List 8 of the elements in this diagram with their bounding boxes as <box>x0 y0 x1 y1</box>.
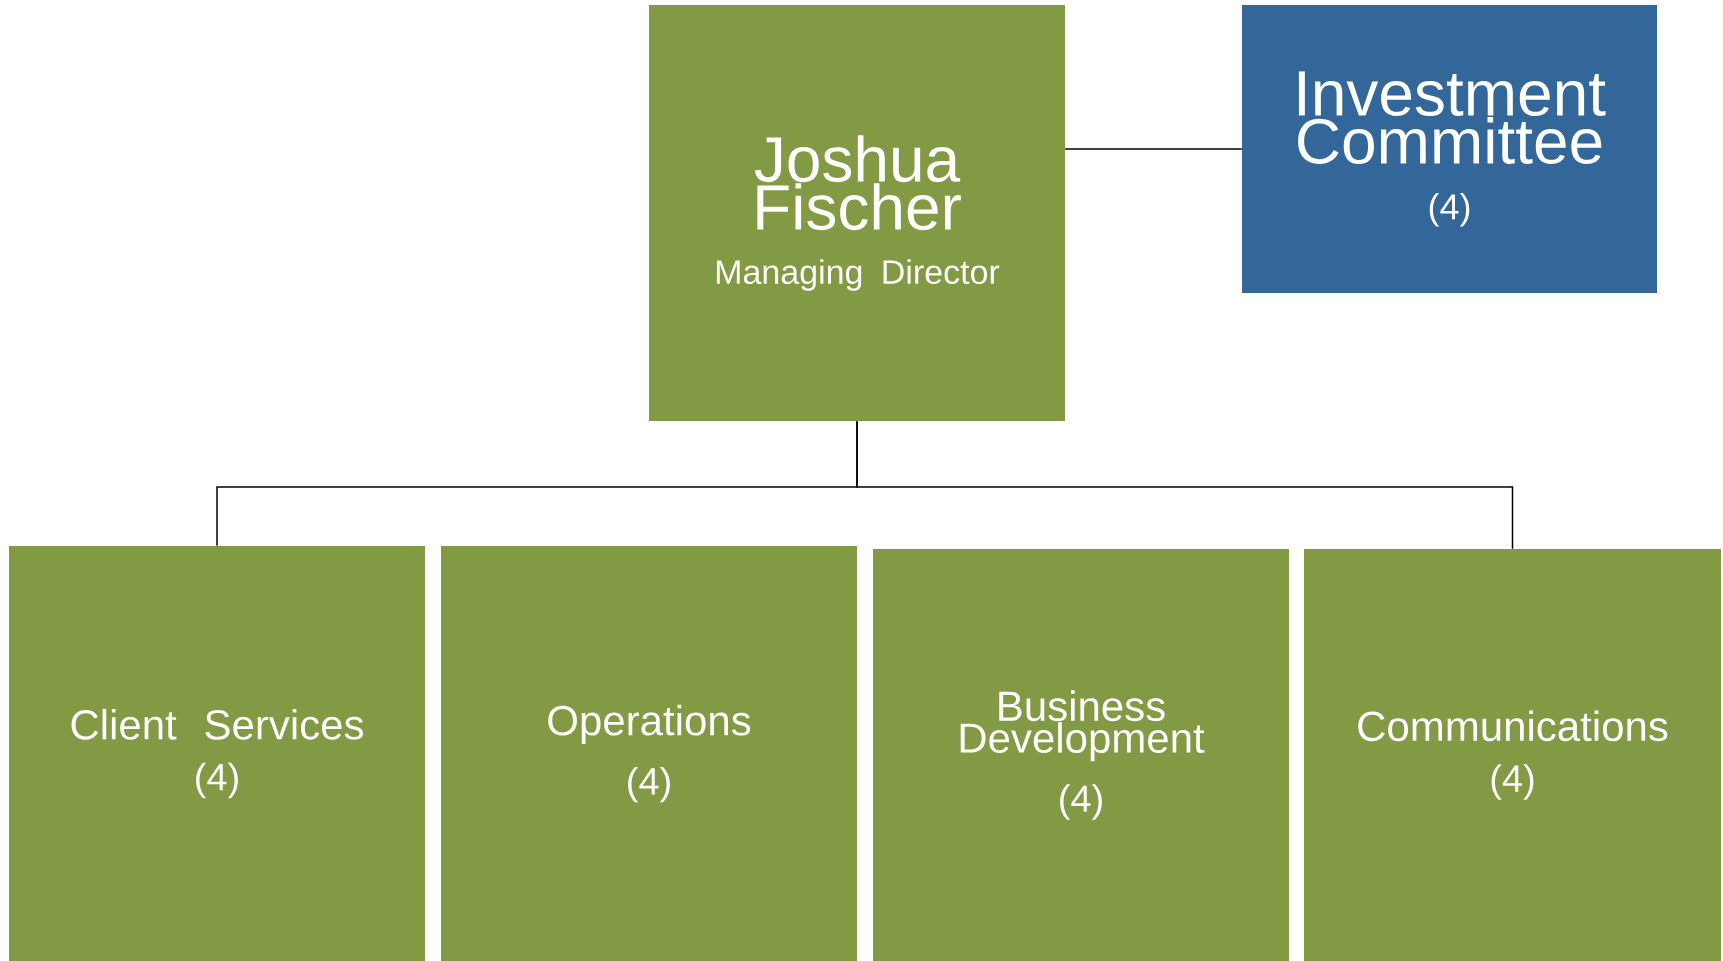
org-box: Business Development (4) <box>873 549 1289 961</box>
org-box: Investment Committee (4) <box>1242 5 1657 293</box>
org-box: Client Services (4) <box>9 546 425 961</box>
org-box: Communications (4) <box>1304 549 1721 961</box>
org-box: Joshua Fischer Managing Director <box>649 5 1065 421</box>
connector-line <box>1064 148 1243 150</box>
connector-line <box>856 420 1514 550</box>
org-box: Operations (4) <box>441 546 857 961</box>
